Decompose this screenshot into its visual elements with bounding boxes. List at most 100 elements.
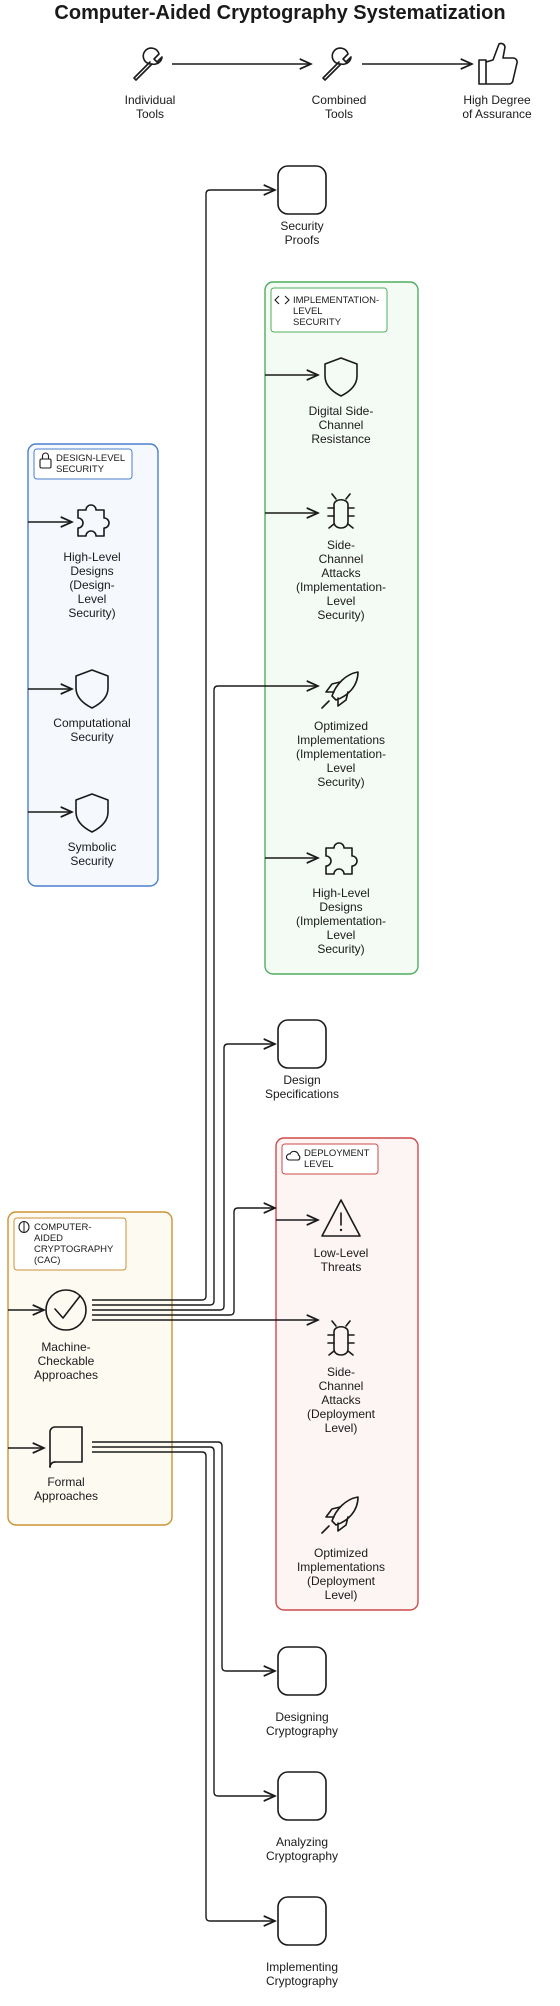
optimized-deploy-label-3: (Deployment [307,1574,376,1588]
side-channel-impl-label-1: Side- [327,538,355,552]
analyzing-label-1: Analyzing [276,1835,328,1849]
thumbs-up-icon [478,42,518,85]
machine-checkable-label-1: Machine- [41,1340,90,1354]
wrench-icon [133,47,163,81]
design-specifications-label-2: Specifications [265,1087,339,1101]
puzzle-icon [77,504,110,537]
rocket-icon [321,671,359,709]
wrench-icon [322,47,352,81]
connector-security-proofs [92,190,275,1301]
machine-checkable-label-2: Checkable [38,1354,95,1368]
high-level-design-label-3: (Design- [69,578,114,592]
side-channel-impl-label-3: Attacks [321,566,360,580]
implementing-label-2: Cryptography [266,1974,338,1988]
security-proofs-label-2: Proofs [285,233,320,247]
shield-icon [75,669,109,709]
individual-tools-label-2: Tools [136,107,164,121]
connectors [8,190,318,1921]
implementation-tag-line-1: IMPLEMENTATION- [293,295,379,306]
design-specifications-label-1: Design [283,1073,320,1087]
cac-tag-line-1: COMPUTER- [34,1222,92,1233]
digital-side-channel-label-1: Digital Side- [309,404,374,418]
assurance-label-2: of Assurance [462,107,532,121]
high-level-impl-label-5: Security) [317,942,364,956]
shield-icon [75,793,109,833]
high-level-design-label-2: Designs [70,564,113,578]
warning-icon [321,1199,361,1237]
side-channel-deploy-label-3: Attacks [321,1393,360,1407]
design-level-security-group [27,443,159,887]
symbolic-security-label-1: Symbolic [68,840,117,854]
connector-designing [92,1441,275,1671]
combined-tools-label-2: Tools [325,107,353,121]
high-level-design-label-4: Level [78,592,107,606]
shield-icon [324,357,358,397]
check-circle-icon [45,1289,87,1331]
lock-icon [39,452,52,469]
diagram-title: Computer-Aided Cryptography Systematizat… [54,2,505,24]
optimized-impl-label-5: Security) [317,775,364,789]
cloud-icon [285,1150,301,1161]
connector-optimized-impl [92,686,318,1306]
optimized-impl-label-1: Optimized [314,719,368,733]
computational-security-label-2: Security [70,730,113,744]
optimized-deploy-label-2: Implementations [297,1560,385,1574]
side-channel-impl-label-2: Channel [319,552,364,566]
optimized-deploy-label-4: Level) [325,1588,358,1602]
puzzle-icon [325,842,358,875]
high-level-impl-label-2: Designs [319,900,362,914]
design-level-tag-line-1: DESIGN-LEVEL [56,453,125,464]
combined-tools-label-1: Combined [312,93,367,107]
design-level-tag-line-2: SECURITY [56,464,105,475]
digital-side-channel-label-2: Channel [319,418,364,432]
implementation-tag-line-3: SECURITY [293,317,342,328]
security-proofs-label-1: Security [280,219,323,233]
optimized-impl-label-2: Implementations [297,733,385,747]
code-icon [274,295,290,305]
digital-side-channel-label-3: Resistance [311,432,371,446]
high-level-impl-label-1: High-Level [312,886,369,900]
side-channel-deploy-label-4: (Deployment [307,1407,376,1421]
bug-icon [327,493,355,529]
side-channel-impl-label-5: Level [327,594,356,608]
cac-tag-line-4: (CAC) [34,1255,60,1266]
deployment-tag-line-1: DEPLOYMENT [304,1148,370,1159]
implementing-label-1: Implementing [266,1960,338,1974]
connector-analyzing [92,1446,275,1796]
assurance-label-1: High Degree [463,93,531,107]
optimized-impl-label-3: (Implementation- [296,747,386,761]
implementation-level-security-group [264,281,419,975]
deployment-tag-line-2: LEVEL [304,1159,334,1170]
symbolic-security-label-2: Security [70,854,113,868]
implementation-tag-line-2: LEVEL [293,306,323,317]
